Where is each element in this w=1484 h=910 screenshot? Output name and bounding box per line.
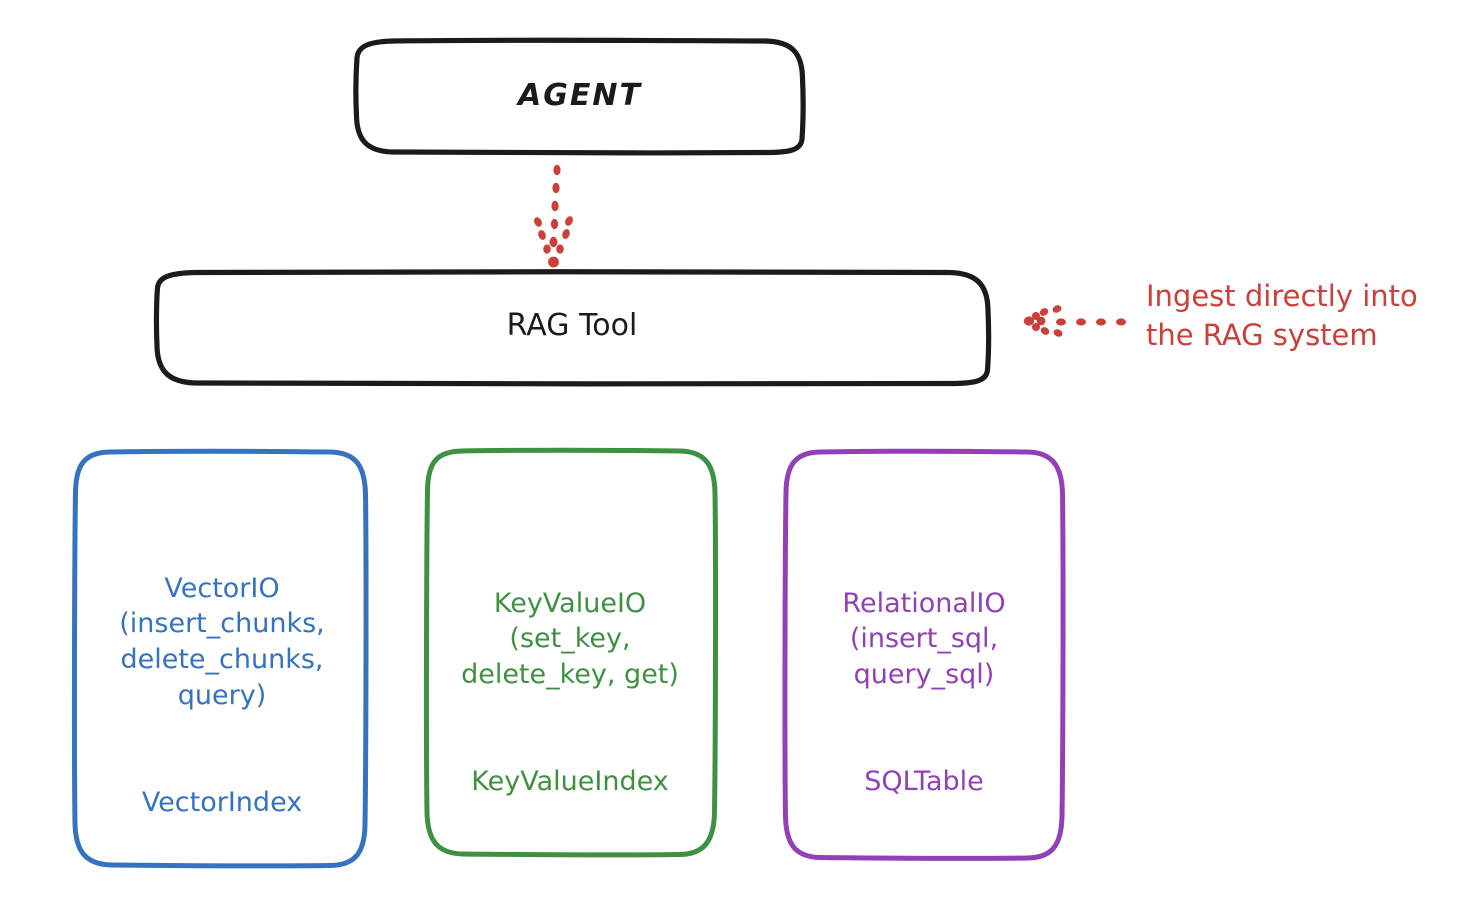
key-value-io-box-shape bbox=[423, 447, 719, 858]
agent-to-rag-connector bbox=[534, 164, 573, 268]
ingest-arrow-connector bbox=[1023, 305, 1126, 337]
relational-io-box-shape bbox=[782, 448, 1066, 861]
vector-io-box-shape bbox=[71, 448, 369, 869]
rag-tool-box-shape bbox=[153, 269, 992, 387]
agent-box-shape bbox=[353, 37, 806, 156]
